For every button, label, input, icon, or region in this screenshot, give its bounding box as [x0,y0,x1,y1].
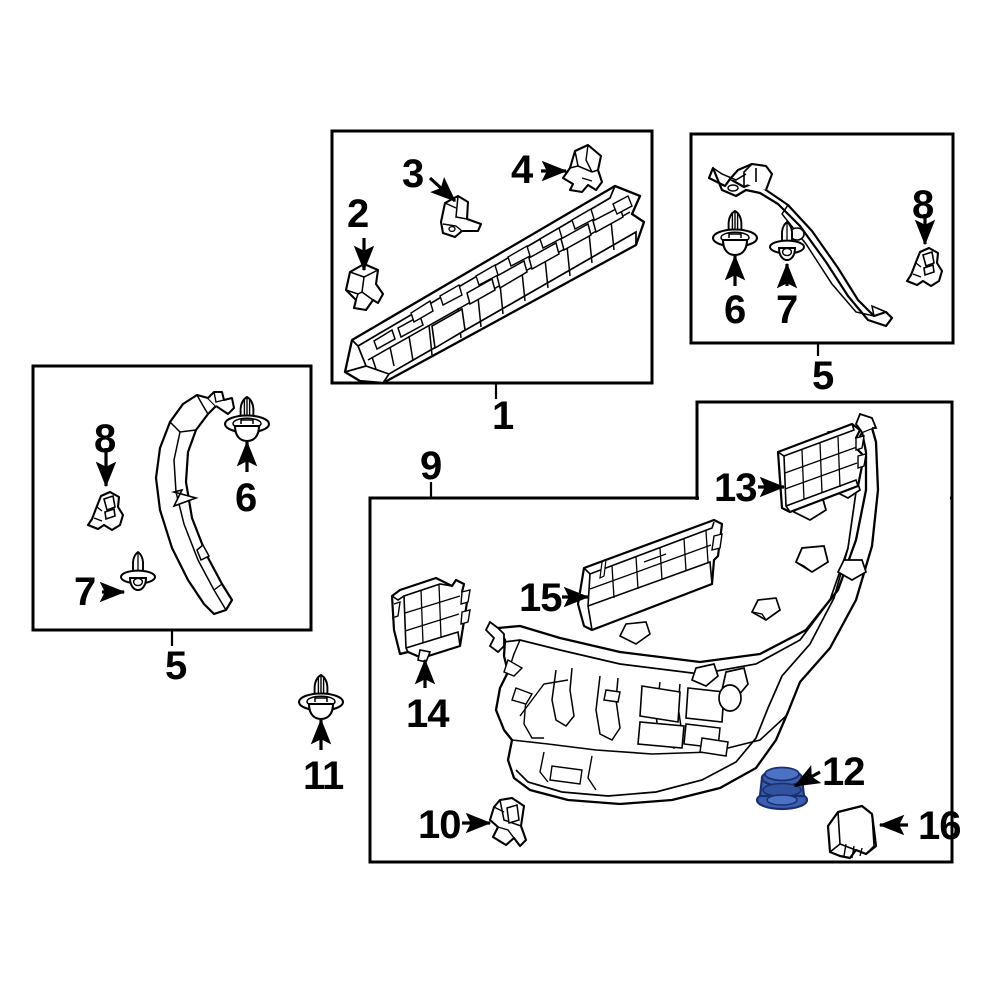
pillar-trim-5-right [707,162,894,328]
grille-panel-15 [576,518,724,632]
callout-6-left: 6 [235,476,257,520]
push-pin-11 [297,673,345,721]
grille-panel-13 [776,422,867,514]
grommet-12 [755,766,809,811]
callout-10: 10 [418,803,461,847]
callout-7-left: 7 [74,570,96,614]
callout-11: 11 [303,754,344,798]
group-label-1: 1 [492,394,514,438]
callout-2: 2 [347,192,369,236]
retainer-clip-3 [439,194,483,239]
callout-12: 12 [822,750,865,794]
callout-3: 3 [402,152,424,196]
callout-13: 13 [714,466,757,510]
retainer-clip-10 [488,796,528,848]
callout-6-right: 6 [724,288,746,332]
bumper-stop-16 [826,804,878,860]
callout-7-right: 7 [776,288,798,332]
pillar-trim-5-left [154,391,235,616]
callout-4: 4 [511,148,533,192]
callout-8-right: 8 [912,183,934,227]
callout-15: 15 [519,576,562,620]
trim-panel-1 [343,184,646,385]
group-label-5-right: 5 [812,354,834,398]
callout-8-left: 8 [94,417,116,461]
group-label-5-left: 5 [165,644,187,688]
group-label-9: 9 [420,444,442,488]
callout-arrows [95,160,936,836]
callout-16: 16 [918,804,961,848]
callout-14: 14 [406,692,449,736]
grille-cover-14 [390,576,471,663]
liftgate-trim-9 [484,412,880,806]
bracket-clip-2 [344,262,385,312]
arrow-3 [428,176,457,203]
arrow-12 [793,765,822,788]
retainer-clip-4 [561,143,604,194]
